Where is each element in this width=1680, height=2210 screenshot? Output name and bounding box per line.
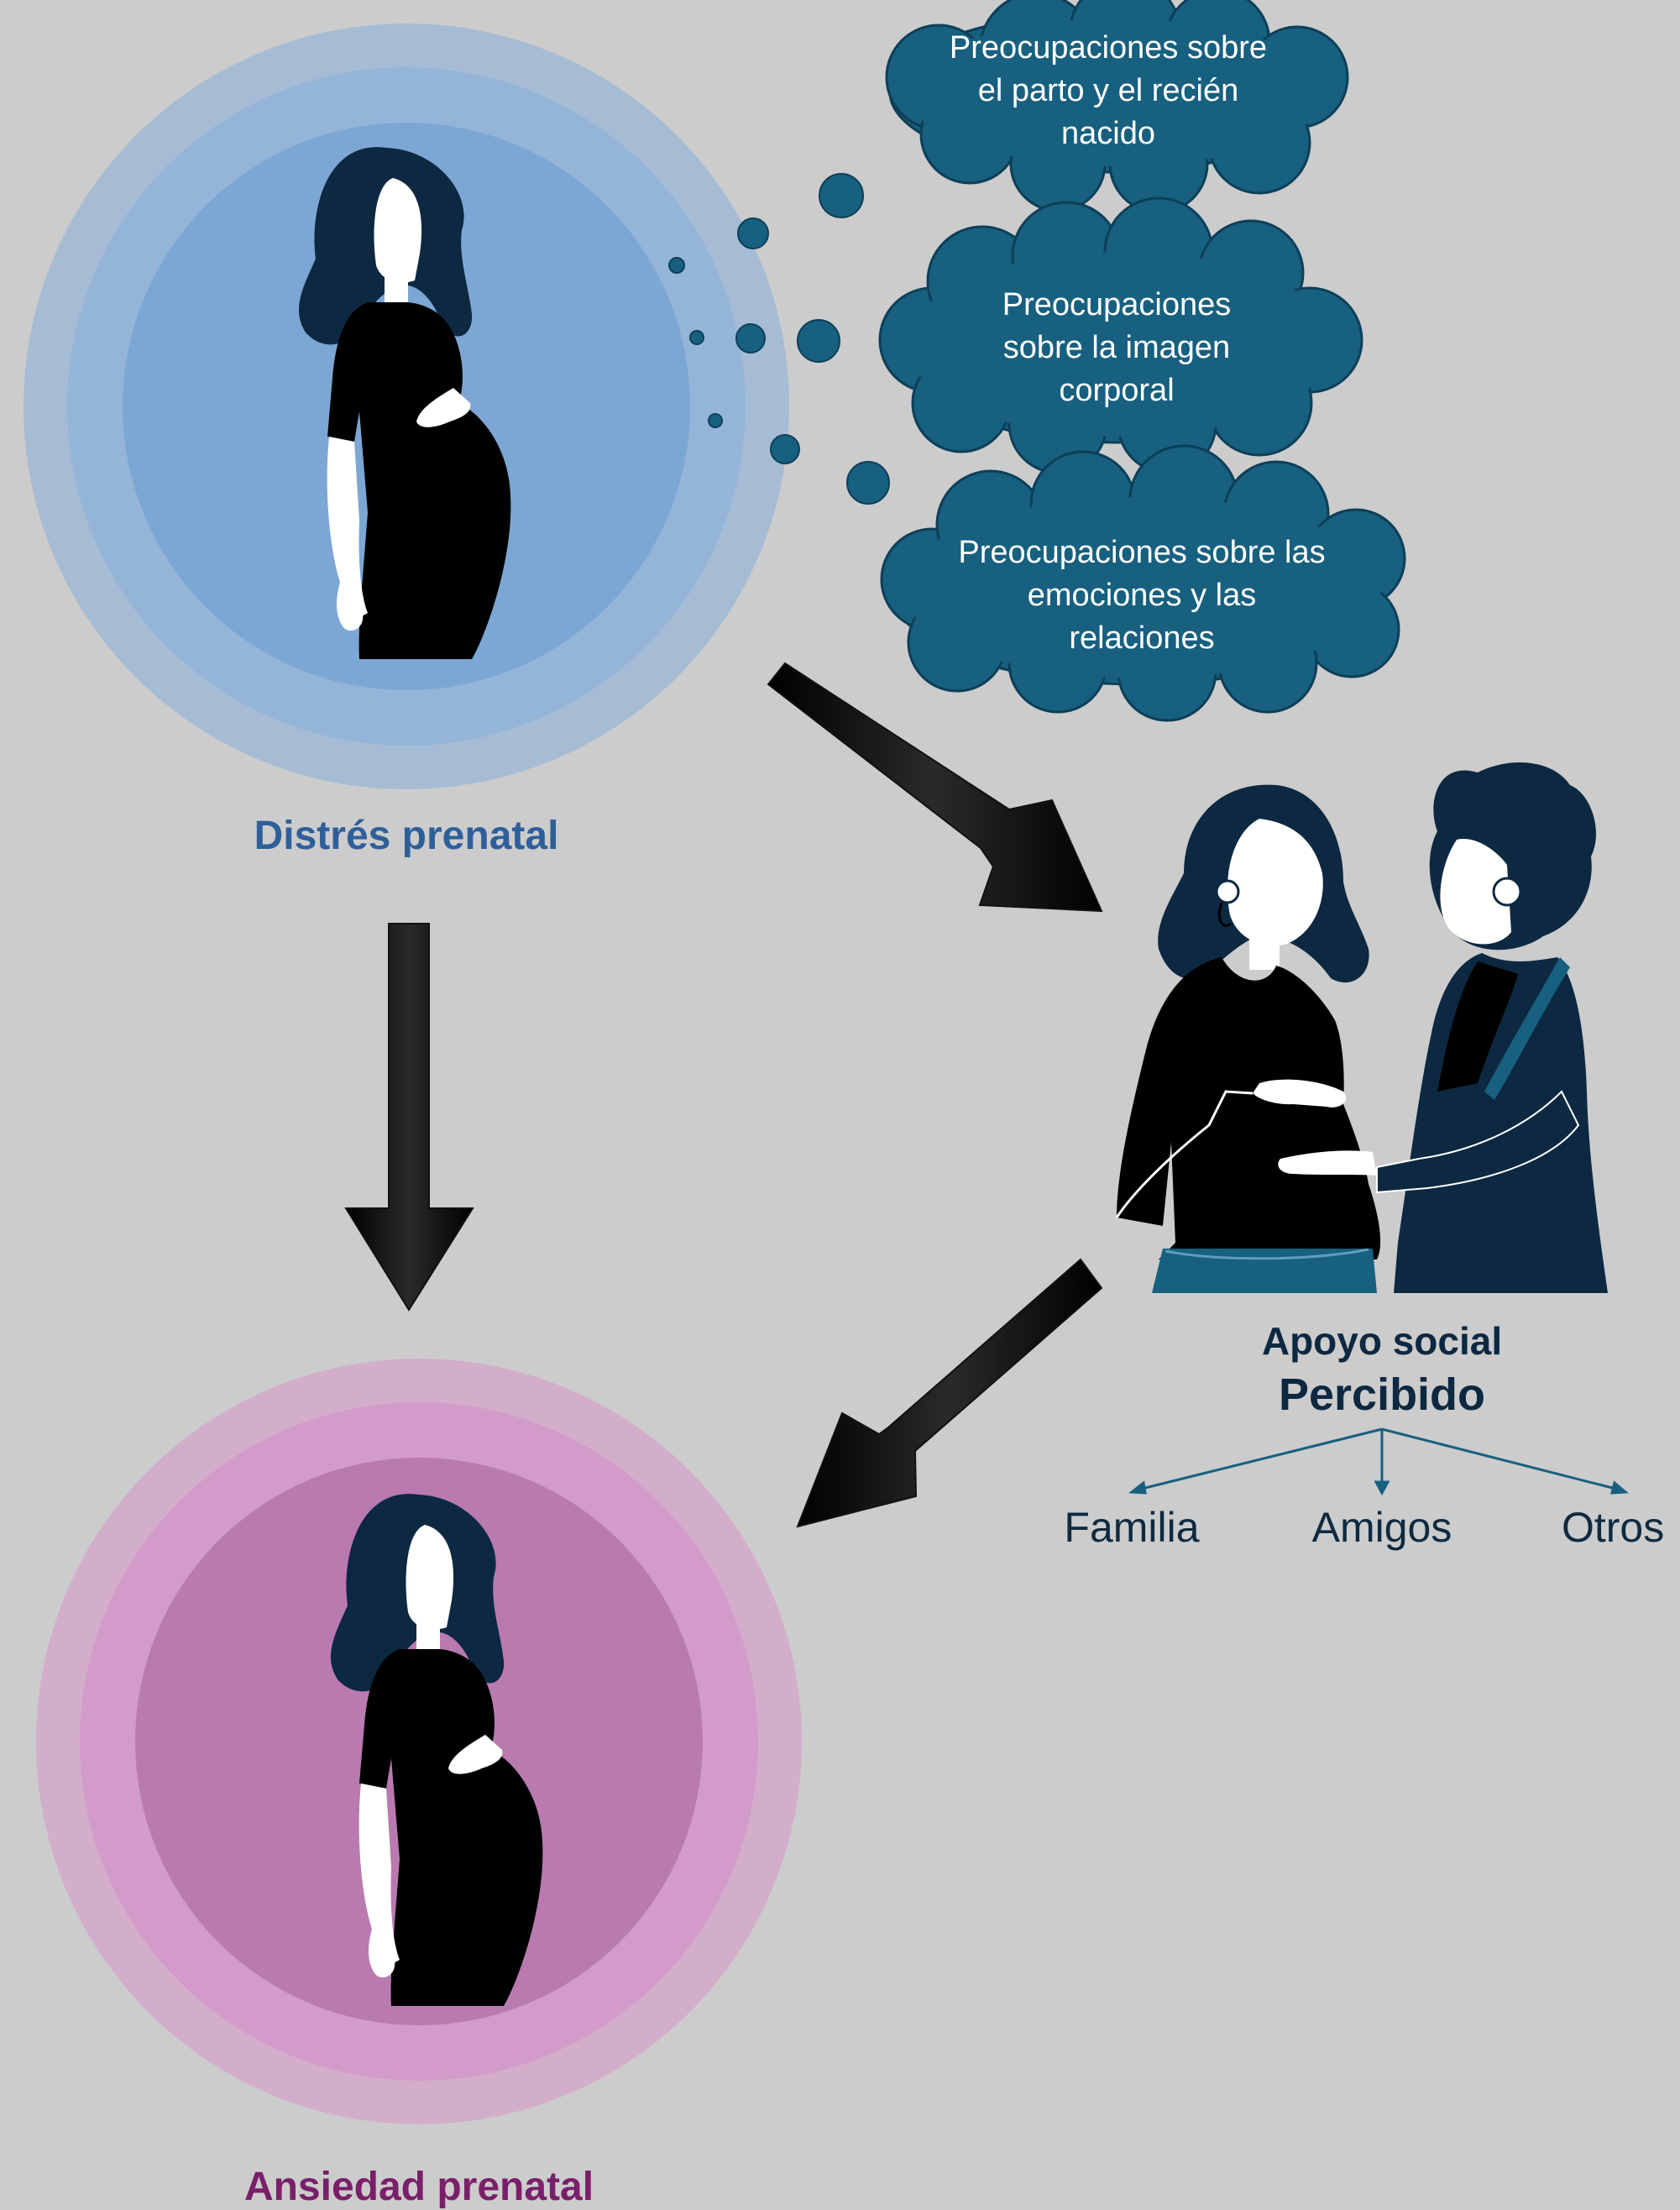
concern-cloud-1 xyxy=(885,0,1349,214)
arrow-distress-to-support xyxy=(767,662,1103,913)
concern-cloud-2 xyxy=(878,196,1363,474)
support-label-line1: Apoyo social xyxy=(1261,1319,1503,1363)
support-type-friends: Amigos xyxy=(1311,1504,1452,1551)
thought-dots xyxy=(668,173,890,505)
distress-circle xyxy=(24,24,789,789)
support-tree-lines xyxy=(1128,1427,1629,1496)
concern-cloud-3 xyxy=(880,444,1406,722)
arrow-support-to-anxiety xyxy=(796,1258,1103,1528)
concern-text-body-image: Preocupaciones sobre la imagen corporal xyxy=(1002,287,1232,408)
support-type-others: Otros xyxy=(1562,1504,1665,1551)
support-label-line2: Percibido xyxy=(1278,1369,1486,1420)
anxiety-label: Ansiedad prenatal xyxy=(243,2165,594,2209)
concern-text-birth: Preocupaciones sobre el parto y el recié… xyxy=(949,30,1268,151)
arrow-distress-to-anxiety xyxy=(344,923,474,1312)
support-type-family: Familia xyxy=(1064,1504,1200,1551)
anxiety-circle xyxy=(36,1359,802,2124)
distress-label: Distrés prenatal xyxy=(254,814,559,858)
social-support-illustration xyxy=(1115,762,1608,1293)
concern-text-emotions: Preocupaciones sobre las emociones y las… xyxy=(958,535,1326,656)
